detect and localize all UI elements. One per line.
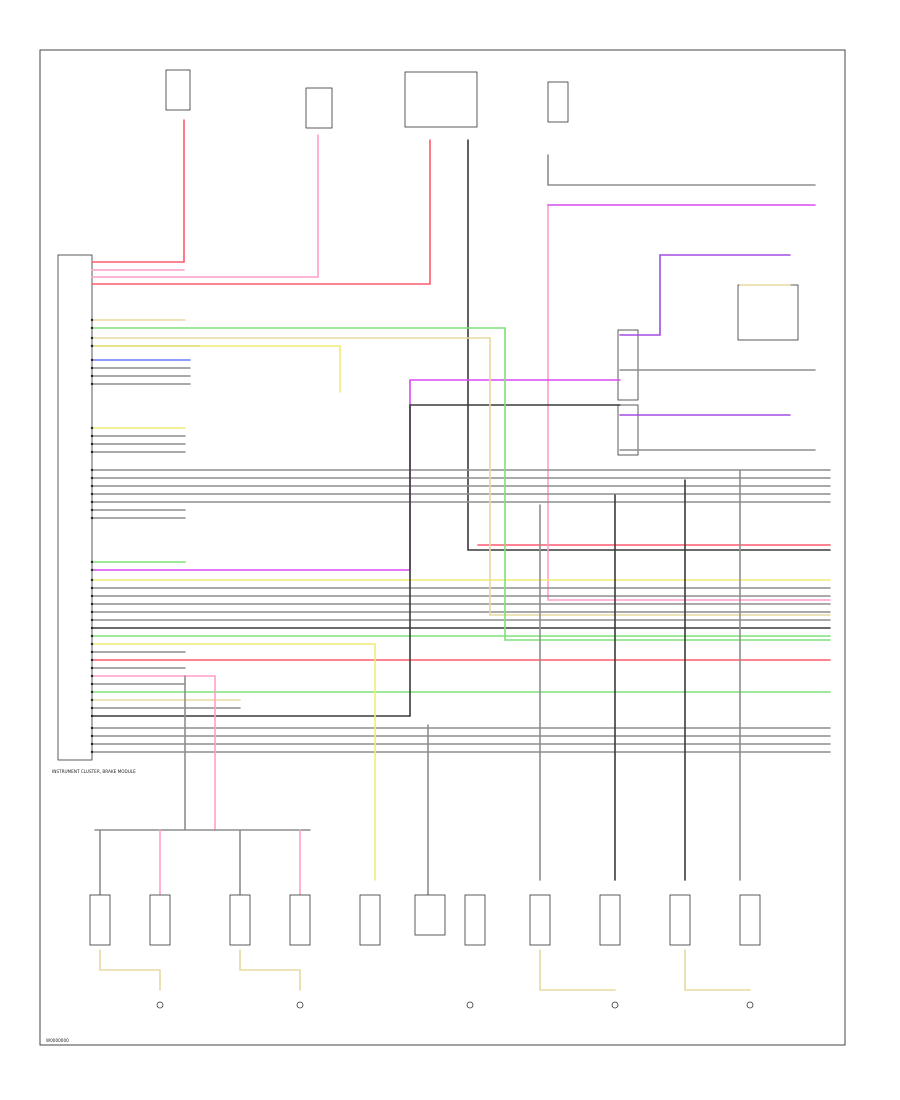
wire-tan-ground-2 [239,949,301,991]
module-pin-29 [90,626,94,630]
module-pin-11 [90,434,94,438]
bottom-component-2 [149,894,171,946]
module-pin-3 [90,336,94,340]
module-connector-block [57,254,93,761]
module-pin-19 [90,508,94,512]
bottom-component-3 [229,894,251,946]
module-pin-42 [90,734,94,738]
module-pin-38 [90,698,94,702]
bottom-component-8 [529,894,551,946]
bottom-component-6 [414,894,446,936]
module-pin-30 [90,634,94,638]
module-pin-24 [90,586,94,590]
wire-dark-riser [409,404,621,717]
module-pin-32 [90,650,94,654]
module-pin-22 [90,568,94,572]
wire-dark-drop-1 [467,139,831,551]
module-pin-13 [90,450,94,454]
bottom-component-5 [359,894,381,946]
bottom-component-4 [289,894,311,946]
module-pin-2 [90,326,94,330]
module-pin-15 [90,476,94,480]
wire-tan-ground-3 [539,949,616,991]
module-pin-10 [90,426,94,430]
module-pin-23 [90,578,94,582]
component-top-center [305,87,333,129]
module-pin-41 [90,726,94,730]
bottom-component-10 [669,894,691,946]
wire-pink-long [547,204,831,601]
ground-symbols [156,1001,754,1009]
wire-violet-switch-1 [619,254,791,336]
module-pin-8 [90,382,94,386]
ground-1 [156,1001,164,1009]
module-pin-14 [90,468,94,472]
module-pin-18 [90,500,94,504]
bottom-component-9 [599,894,621,946]
fuse-box-top-left [165,69,191,111]
top-components [165,69,569,129]
module-pin-27 [90,610,94,614]
ground-3 [466,1001,474,1009]
module-pin-12 [90,442,94,446]
module-pin-20 [90,516,94,520]
module-pin-37 [90,690,94,694]
module-pin-21 [90,560,94,564]
wire-gray-top-1 [547,154,816,186]
module-pin-35 [90,674,94,678]
wire-tan-riser [489,337,831,616]
module-pin-16 [90,484,94,488]
fuse-panel-top-right [404,71,478,128]
fuse-top-right-2 [547,81,569,123]
module-pin-1 [90,318,94,322]
switch-stack-1 [617,329,639,401]
bottom-component-7 [464,894,486,946]
module-pin-39 [90,706,94,710]
wire-pink-feed-2 [91,134,319,278]
ground-2 [296,1001,304,1009]
bottom-component-11 [739,894,761,946]
module-pin-6 [90,366,94,370]
module-caption: INSTRUMENT CLUSTER, BRAKE MODULE [52,769,136,774]
bottom-component-1 [89,894,111,946]
module-pin-9 [90,344,94,348]
module-pin-26 [90,602,94,606]
wire-group [91,119,831,991]
wire-tan-ground-4 [684,949,751,991]
wire-green-riser [504,327,831,641]
wire-tan-ground-1 [99,949,161,991]
module-pin-31 [90,642,94,646]
ground-4 [611,1001,619,1009]
module-pin-43 [90,742,94,746]
module-pin-40 [90,714,94,718]
switch-stack-2 [617,404,639,456]
module-pin-5 [90,358,94,362]
module-pin-17 [90,492,94,496]
wire-red-feed-1 [91,119,185,263]
wire-red-feed-2 [91,139,431,285]
ground-5 [746,1001,754,1009]
module-pin-36 [90,682,94,686]
bottom-components [89,894,761,946]
diagram-frame [39,49,846,1046]
module-pin-44 [90,750,94,754]
pin-group [90,318,94,754]
module-pin-7 [90,374,94,378]
module-pin-28 [90,618,94,622]
module-pin-33 [90,658,94,662]
footer-code: W0000000 [46,1038,69,1043]
switch-rear-1 [737,284,799,341]
module-pin-25 [90,594,94,598]
module-pin-34 [90,666,94,670]
wire-magenta-riser [409,379,621,571]
